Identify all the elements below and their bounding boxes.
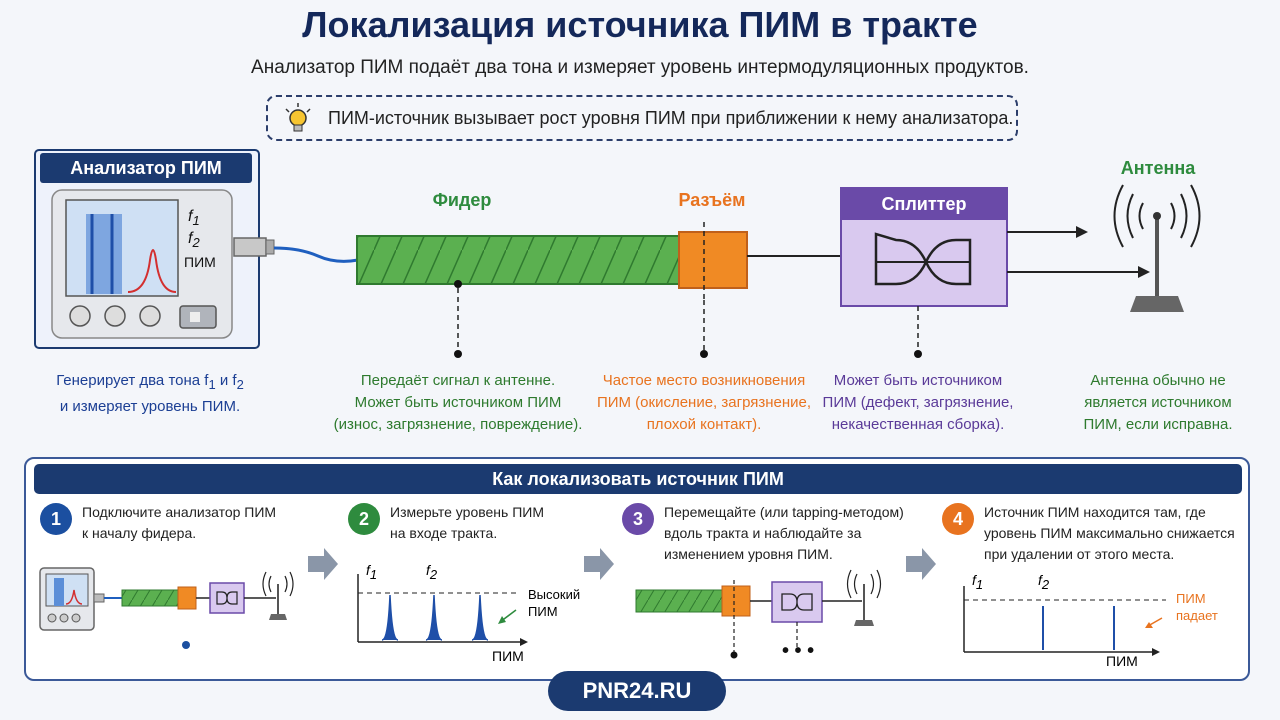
step-2-f1-label: f1	[366, 562, 378, 582]
feeder-cable	[356, 235, 680, 285]
howto-panel	[24, 457, 1250, 681]
step-2-chart	[357, 574, 528, 646]
antenna-label: Антенна	[1120, 158, 1196, 178]
step-3-illustration	[635, 569, 882, 659]
page-title: Локализация источника ПИМ в тракте	[302, 4, 978, 45]
step-3-number: 3	[622, 503, 654, 535]
step-1-illustration	[39, 567, 294, 649]
tip-text: ПИМ-источник вызывает рост уровня ПИМ пр…	[328, 108, 1014, 128]
analyzer-knob-1	[69, 305, 91, 327]
feeder-description: Передаёт сигнал к антенне.Может быть ист…	[333, 372, 583, 433]
step-4-chart	[963, 586, 1166, 656]
step-4-f2-label: f2	[1038, 572, 1050, 592]
step-arrow-2	[584, 548, 614, 580]
analyzer-legend-f2: f2	[188, 230, 200, 251]
analyzer-legend-pim: ПИМ	[184, 254, 216, 270]
tip-box: ПИМ-источник вызывает рост уровня ПИМ пр…	[266, 95, 1018, 141]
feeder-label: Фидер	[432, 190, 492, 210]
step-1-number: 1	[40, 503, 72, 535]
splitter-label: Сплиттер	[841, 188, 1007, 220]
jumper-cable	[273, 246, 359, 263]
brand-badge: PNR24.RU	[548, 671, 726, 711]
analyzer-pim-peak	[127, 249, 177, 293]
step-3-dots: • • •	[782, 640, 815, 662]
analyzer-legend-f1: f1	[188, 208, 200, 229]
antenna-icon	[1113, 184, 1201, 312]
step-arrow-1	[308, 548, 338, 580]
connector-label: Разъём	[678, 190, 746, 210]
step-2-axis-label: ПИМ	[492, 648, 524, 664]
lightbulb-icon	[285, 103, 311, 132]
step-4-number: 4	[942, 503, 974, 535]
page-subtitle: Анализатор ПИМ подаёт два тона и измеряе…	[251, 57, 1029, 78]
steps-illustrations	[39, 548, 1166, 659]
howto-title: Как локализовать источник ПИМ	[34, 464, 1242, 494]
step-2-f2-label: f2	[426, 562, 438, 582]
step-3-text: Перемещайте (или tapping-методом)вдоль т…	[664, 504, 904, 562]
step-4-f1-label: f1	[972, 572, 984, 592]
analyzer-title: Анализатор ПИМ	[40, 153, 252, 183]
step-4-axis-label: ПИМ	[1106, 653, 1138, 669]
analyzer-port	[233, 237, 267, 257]
step-arrow-3	[906, 548, 936, 580]
analyzer-knob-2	[104, 305, 126, 327]
connector-block	[678, 231, 748, 289]
analyzer-description: Генерирует два тона f1 и f2 и измеряет у…	[56, 372, 244, 415]
splitter-symbol	[874, 232, 972, 286]
analyzer-knob-3	[139, 305, 161, 327]
step-2-number: 2	[348, 503, 380, 535]
